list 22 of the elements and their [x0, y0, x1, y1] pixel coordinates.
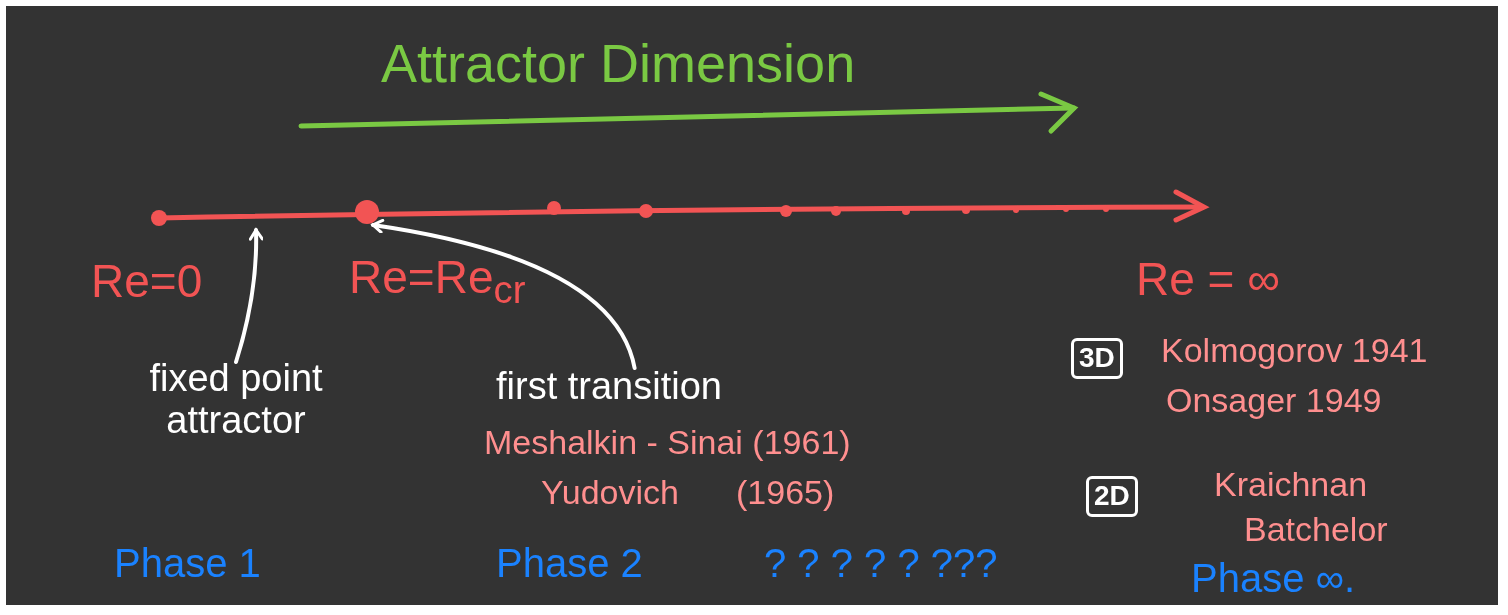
- equation-label: Re = ∞: [1136, 254, 1281, 305]
- annotation-text: first transition: [496, 366, 826, 408]
- phase-label: Phase ∞.: [1191, 556, 1356, 600]
- arrow: [371, 219, 637, 370]
- phase-label: Phase 2: [496, 541, 643, 585]
- reference-text: Batchelor: [1244, 511, 1388, 549]
- equation-label: Re=Re$_{cr}$: [349, 252, 526, 312]
- phase-label: Phase 1: [114, 541, 261, 585]
- heading: Attractor Dimension: [381, 34, 856, 94]
- dimension-tag: 3D: [1071, 338, 1123, 379]
- transition-dot: [355, 200, 379, 224]
- reference-text: Onsager 1949: [1166, 382, 1382, 420]
- reference-text: Yudovich (1965): [541, 474, 835, 512]
- question-marks: ? ? ? ? ? ???: [764, 541, 998, 585]
- reference-text: Kraichnan: [1214, 466, 1368, 504]
- reynolds-axis-drawing: [151, 189, 1210, 226]
- reference-text: Kolmogorov 1941: [1161, 332, 1428, 370]
- reference-text: Meshalkin - Sinai (1961): [484, 424, 851, 462]
- annotation-text: fixed point attractor: [106, 358, 366, 442]
- dimension-tag: 2D: [1086, 476, 1138, 517]
- equation-label: Re=0: [91, 256, 203, 307]
- arrow: [234, 228, 264, 364]
